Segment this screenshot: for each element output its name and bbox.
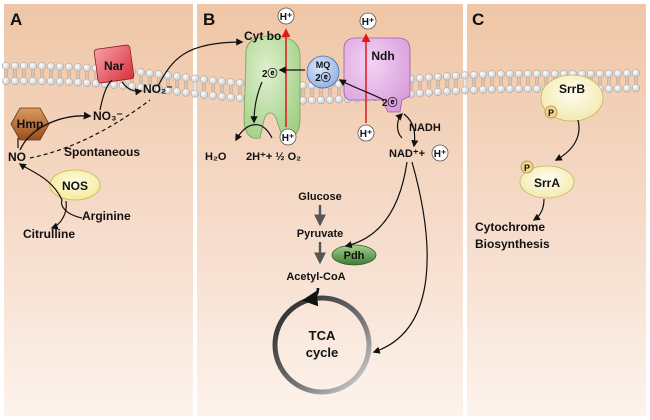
arginine-label: Arginine [82,209,131,223]
ndh-label: Ndh [371,49,394,63]
proton-nad-label: H⁺ [434,149,447,160]
tca-label-line1: TCA [309,328,336,343]
nad-label: NAD⁺+ [389,148,425,160]
nitrate-label: NO₃⁻ [93,109,123,123]
nos-label: NOS [62,179,88,193]
proton-cyt-bottom-label: H⁺ [282,133,295,144]
panel-a-label: A [10,10,22,29]
proton-cyt-bottom-icon [279,128,297,146]
glucose-label: Glucose [298,191,341,203]
panel-c-background [467,4,646,416]
pdh-label: Pdh [344,250,365,262]
citrulline-label: Citrulline [23,227,75,241]
cyt-electron-label: 2ⓔ [262,67,278,80]
srra-label: SrrA [534,176,560,190]
oxygen-label: 2H⁺+ ½ O₂ [246,151,301,163]
nar-label: Nar [104,59,124,73]
oxygen-to-water-arrow [235,124,273,142]
panel-b-label: B [203,10,215,29]
cytochrome-label-line2: Biosynthesis [475,237,550,251]
nad-to-tca-arrow [372,161,428,354]
arginine-to-nos-line [60,199,83,219]
ndh-to-nad-arrow [403,113,419,148]
proton-ndh-bottom-icon [357,124,375,142]
proton-ndh-top-icon [359,12,377,30]
mq-quinone [306,55,340,89]
panel-b: Cyt bo MQ 2ⓔ Ndh 2ⓔ 2ⓔ H⁺ H⁺ H⁺ H⁺ H⁺ H₂… [205,7,449,395]
nos-to-citrulline-arrow [50,200,67,230]
nadh-label: NADH [409,122,441,134]
spontaneous-dashed-arrow [29,99,151,159]
proton-ndh-top-label: H⁺ [362,17,375,28]
tca-cycle-ring [272,295,372,395]
pdh-enzyme [331,244,377,266]
proton-nad-icon [431,144,449,162]
srra-phosphate-label: P [524,163,530,173]
srrb-label: SrrB [559,82,585,96]
proton-cyt-top-label: H⁺ [280,12,293,23]
cyt-electron-down-arrow [250,81,263,124]
srra-to-biosynthesis-arrow [532,198,545,221]
panel-a: Nar Hmp NO₃⁻ NO₂⁻ NO Spontaneous NOS Arg… [8,38,244,241]
nar-protein [93,44,135,84]
ndh-electron-label: 2ⓔ [382,96,398,109]
nar-to-nitrite-arrow [121,81,143,96]
nad-to-pdh-arrow [344,161,408,249]
nos-enzyme [49,169,101,201]
nadh-to-ndh-arrow [395,112,404,139]
mq-label: MQ [316,60,331,70]
panel-c: SrrB P SrrA P Cytochrome Biosynthesis [475,74,604,251]
mq-electron-label: 2ⓔ [315,71,331,84]
nitrite-label: NO₂⁻ [143,82,173,96]
no-to-nitrate-arrow [19,111,92,151]
tca-label-line2: cycle [306,345,339,360]
nos-to-no-arrow [18,163,63,201]
nitrate-to-nar-line [99,79,113,111]
ndh-complex [343,37,411,113]
no-label: NO [8,150,26,164]
srrb-phosphate-icon [544,105,558,119]
nitrite-to-cytbo-arrow [157,38,244,87]
srra-phosphate-icon [520,160,534,174]
srra-regulator [519,165,575,199]
proton-cyt-top-icon [277,7,295,25]
cytochrome-label-line1: Cytochrome [475,220,545,234]
spontaneous-label: Spontaneous [64,145,140,159]
pyruvate-label: Pyruvate [297,228,343,240]
acetylcoa-to-tca-arrow [301,287,320,307]
acetyl-coa-label: Acetyl-CoA [286,271,345,283]
srrb-phosphate-label: P [548,108,554,118]
cyt-bo-label: Cyt bo [244,29,281,43]
water-label: H₂O [205,151,227,163]
ndh-to-mq-electron-arrow [338,79,385,101]
srrb-to-srra-arrow [554,119,580,161]
panel-c-label: C [472,10,484,29]
hmp-label: Hmp [17,117,44,131]
proton-ndh-bottom-label: H⁺ [360,129,373,140]
